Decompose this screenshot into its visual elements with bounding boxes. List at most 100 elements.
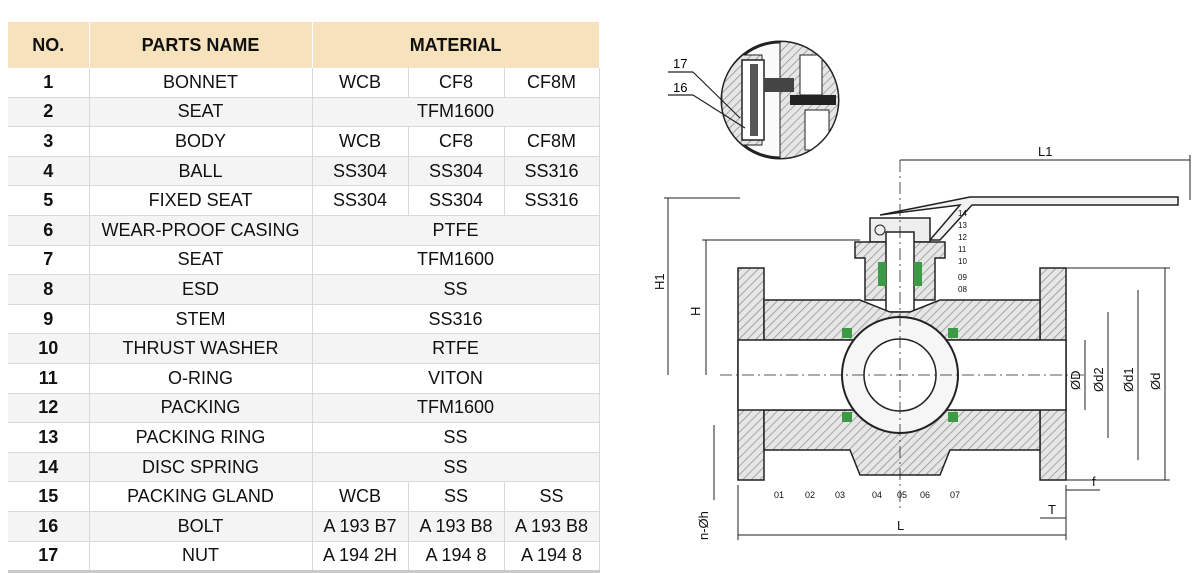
part-name: BODY bbox=[89, 126, 313, 157]
part-number: 2 bbox=[8, 97, 90, 128]
part-material: A 194 8 bbox=[504, 541, 600, 573]
dim-t: T bbox=[1048, 502, 1056, 517]
part-name: SEAT bbox=[89, 245, 313, 276]
callout-05: 05 bbox=[897, 490, 907, 500]
header-material: MATERIAL bbox=[312, 22, 600, 68]
callout-07: 07 bbox=[950, 490, 960, 500]
side-callouts: 14 13 12 11 10 09 08 bbox=[958, 209, 967, 294]
callout-03: 03 bbox=[835, 490, 845, 500]
part-material: RTFE bbox=[312, 333, 600, 364]
part-number: 11 bbox=[8, 363, 90, 394]
part-material: CF8M bbox=[504, 68, 600, 98]
header-parts-name: PARTS NAME bbox=[89, 22, 313, 68]
part-number: 1 bbox=[8, 68, 90, 98]
part-number: 16 bbox=[8, 511, 90, 542]
callout-08: 08 bbox=[958, 285, 967, 294]
part-number: 14 bbox=[8, 452, 90, 483]
dim-nh: n-Øh bbox=[696, 511, 711, 540]
part-material: WCB bbox=[312, 481, 409, 512]
part-material: CF8 bbox=[408, 68, 505, 98]
bottom-callouts: 01 02 03 04 05 06 07 bbox=[774, 490, 960, 500]
dim-l: L bbox=[897, 518, 904, 533]
callout-11: 11 bbox=[958, 245, 967, 254]
part-name: SEAT bbox=[89, 97, 313, 128]
part-name: NUT bbox=[89, 541, 313, 573]
dim-h: H bbox=[688, 307, 703, 316]
part-material: SS304 bbox=[408, 185, 505, 216]
part-material: A 193 B8 bbox=[408, 511, 505, 542]
dim-h1: H1 bbox=[652, 273, 667, 290]
part-material: CF8M bbox=[504, 126, 600, 157]
dim-l1: L1 bbox=[1038, 144, 1052, 159]
callout-02: 02 bbox=[805, 490, 815, 500]
part-material: A 193 B8 bbox=[504, 511, 600, 542]
callout-13: 13 bbox=[958, 221, 967, 230]
part-material: SS bbox=[408, 481, 505, 512]
part-material: SS304 bbox=[408, 156, 505, 187]
dim-d1: Ød1 bbox=[1121, 367, 1136, 392]
callout-09: 09 bbox=[958, 273, 967, 282]
part-number: 9 bbox=[8, 304, 90, 335]
part-name: FIXED SEAT bbox=[89, 185, 313, 216]
part-number: 7 bbox=[8, 245, 90, 276]
part-name: STEM bbox=[89, 304, 313, 335]
part-material: SS bbox=[504, 481, 600, 512]
part-material: CF8 bbox=[408, 126, 505, 157]
part-number: 15 bbox=[8, 481, 90, 512]
part-number: 6 bbox=[8, 215, 90, 246]
part-material: SS316 bbox=[504, 156, 600, 187]
part-material: A 194 2H bbox=[312, 541, 409, 573]
part-material: PTFE bbox=[312, 215, 600, 246]
part-name: BONNET bbox=[89, 68, 313, 98]
part-name: PACKING GLAND bbox=[89, 481, 313, 512]
detail-callout-16: 16 bbox=[673, 80, 687, 95]
dimension-labels: L1 H1 H L T f n-Øh ØD Ød2 Ød1 Ød bbox=[652, 144, 1163, 540]
part-name: PACKING RING bbox=[89, 422, 313, 453]
part-number: 12 bbox=[8, 393, 90, 424]
part-material: TFM1600 bbox=[312, 245, 600, 276]
part-number: 8 bbox=[8, 274, 90, 305]
part-number: 13 bbox=[8, 422, 90, 453]
part-material: A 193 B7 bbox=[312, 511, 409, 542]
valve-body bbox=[720, 160, 1085, 510]
valve-drawing: 17 16 bbox=[652, 40, 1191, 540]
part-material: SS316 bbox=[312, 304, 600, 335]
part-material: SS bbox=[312, 274, 600, 305]
part-name: BOLT bbox=[89, 511, 313, 542]
part-material: SS304 bbox=[312, 185, 409, 216]
part-name: DISC SPRING bbox=[89, 452, 313, 483]
part-number: 4 bbox=[8, 156, 90, 187]
dim-f: f bbox=[1092, 474, 1096, 489]
header-no: NO. bbox=[8, 22, 90, 68]
dimension-lines bbox=[664, 155, 1191, 540]
part-number: 10 bbox=[8, 333, 90, 364]
callout-04: 04 bbox=[872, 490, 882, 500]
bolt-detail-view: 17 16 bbox=[668, 40, 840, 160]
dim-od: Ød bbox=[1148, 373, 1163, 390]
part-number: 3 bbox=[8, 126, 90, 157]
part-material: SS bbox=[312, 422, 600, 453]
callout-01: 01 bbox=[774, 490, 784, 500]
valve-handle bbox=[869, 196, 1179, 243]
callout-14: 14 bbox=[958, 209, 967, 218]
dim-d2: Ød2 bbox=[1091, 367, 1106, 392]
part-name: PACKING bbox=[89, 393, 313, 424]
part-material: SS bbox=[312, 452, 600, 483]
part-name: ESD bbox=[89, 274, 313, 305]
callout-10: 10 bbox=[958, 257, 967, 266]
